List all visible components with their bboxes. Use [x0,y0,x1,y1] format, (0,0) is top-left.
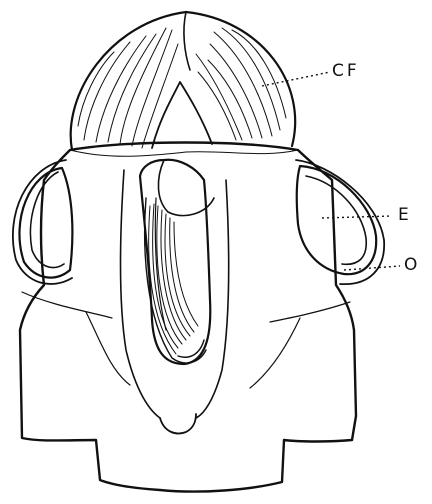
left-orbit [19,168,72,278]
central-channel [121,170,229,433]
orbit-rims [13,160,384,284]
cf-dome [71,12,295,150]
right-orbit [297,166,377,274]
label-o: O [404,257,420,274]
o-leader-line [344,266,400,270]
label-e: E [398,207,412,224]
cf-leader-line [262,72,330,86]
central-fossa [140,160,214,364]
label-cf: CF [332,63,360,80]
